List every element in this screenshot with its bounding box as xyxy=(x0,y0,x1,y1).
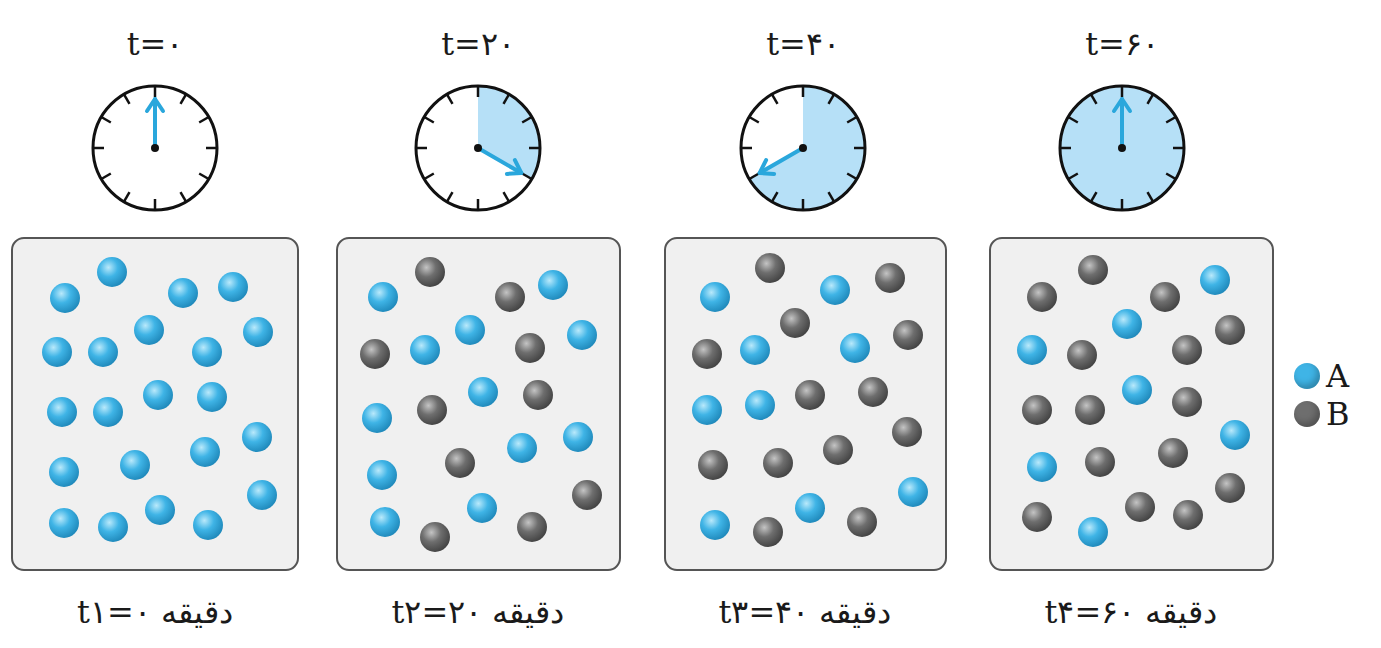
legend-text: A xyxy=(1326,358,1349,395)
clock xyxy=(1060,86,1184,210)
particles xyxy=(692,253,928,547)
time-label-slot: t=۰ xyxy=(127,26,184,63)
time-label: t=۲۰ xyxy=(441,26,515,63)
particles xyxy=(1017,255,1250,547)
time-label: t=۶۰ xyxy=(1085,26,1159,63)
time-label: t=۴۰ xyxy=(766,26,840,63)
particles xyxy=(360,257,602,552)
legend-swatch xyxy=(1294,363,1320,389)
time-caption: t۲=۲۰ دقیقه xyxy=(392,594,565,631)
time-label-slot: t=۴۰ xyxy=(766,26,840,63)
time-caption: t۱=۰ دقیقه xyxy=(77,594,233,631)
time-label: t=۰ xyxy=(127,26,184,63)
time-caption-slot: t۲=۲۰ دقیقه xyxy=(392,594,565,631)
time-caption: t۳=۴۰ دقیقه xyxy=(719,594,892,631)
time-caption-slot: t۳=۴۰ دقیقه xyxy=(719,594,892,631)
time-caption-slot: t۴=۶۰ دقیقه xyxy=(1045,594,1218,631)
legend-text: B xyxy=(1326,396,1350,433)
time-caption-slot: t۱=۰ دقیقه xyxy=(77,594,233,631)
time-label-slot: t=۲۰ xyxy=(441,26,515,63)
clock xyxy=(93,86,217,210)
clock xyxy=(741,86,865,210)
container xyxy=(12,238,1273,570)
time-label-slot: t=۶۰ xyxy=(1085,26,1159,63)
legend-text-slot: A xyxy=(1326,358,1349,395)
legend-swatch xyxy=(1294,401,1320,427)
time-caption: t۴=۶۰ دقیقه xyxy=(1045,594,1218,631)
clock xyxy=(416,86,540,210)
legend-text-slot: B xyxy=(1326,396,1350,433)
particles xyxy=(42,257,277,542)
